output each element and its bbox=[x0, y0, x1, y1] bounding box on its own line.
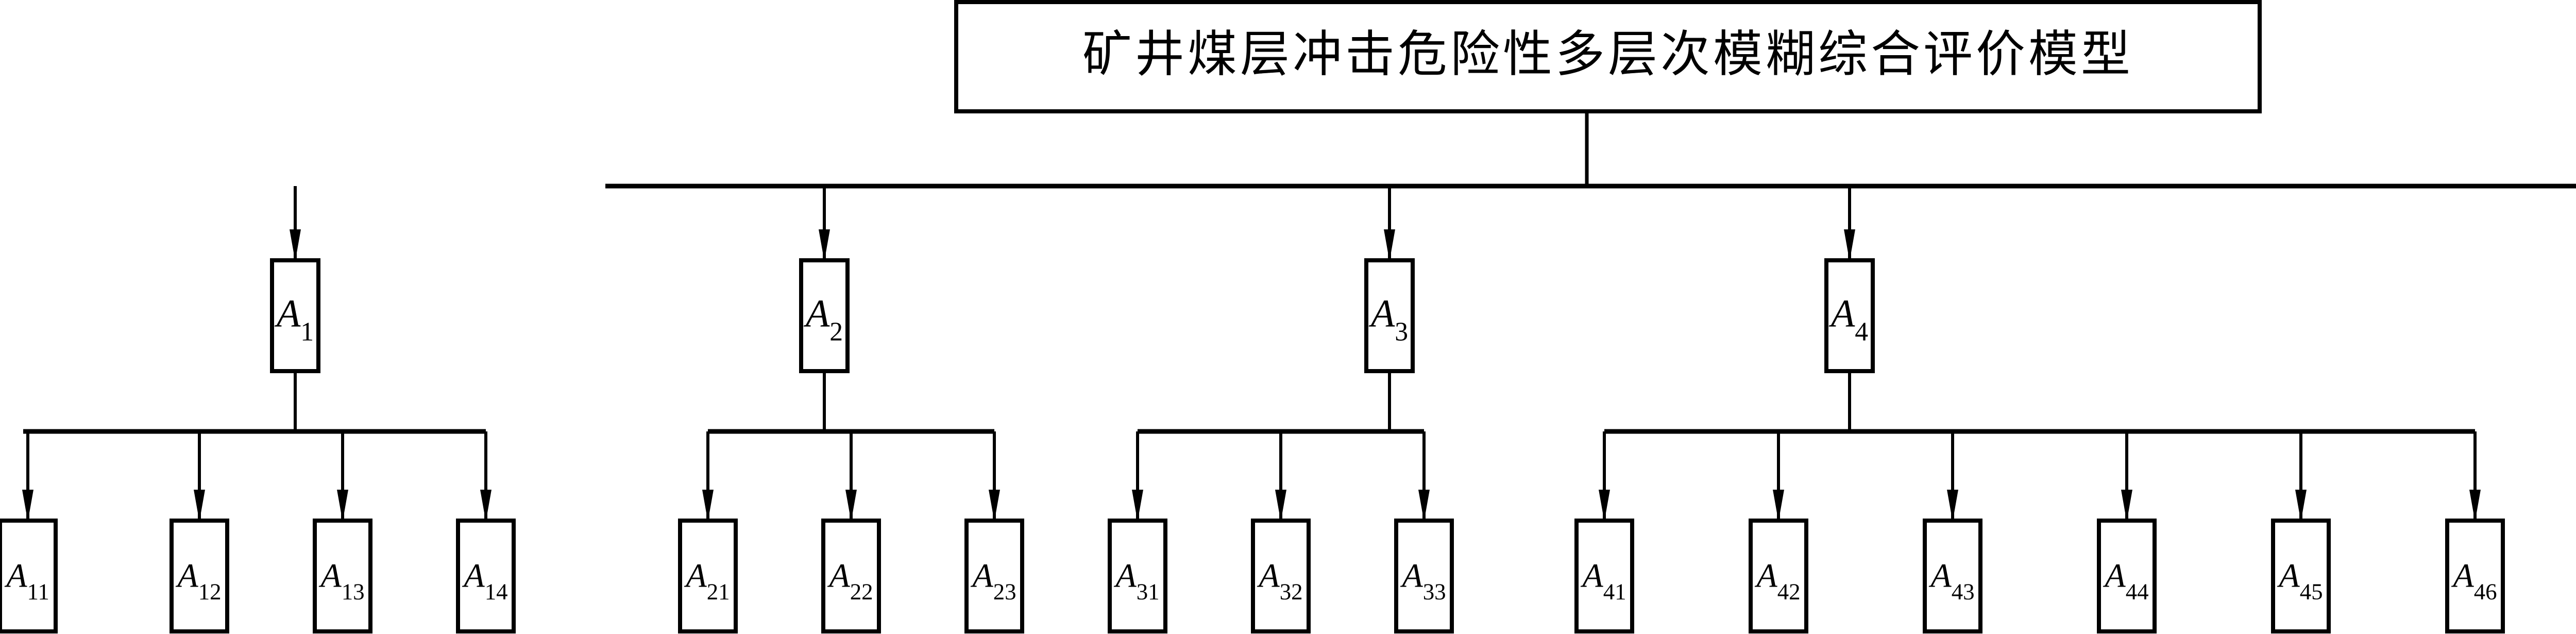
level2-node-A21[interactable]: A21 bbox=[678, 519, 738, 633]
arrow-head-to-A22 bbox=[845, 490, 857, 522]
node-box-A41[interactable] bbox=[1574, 519, 1634, 633]
level2-node-A11[interactable]: A11 bbox=[0, 519, 58, 633]
arrow-head-to-A11 bbox=[22, 490, 33, 522]
level2-node-A43[interactable]: A43 bbox=[1923, 519, 1982, 633]
level2-node-A45[interactable]: A45 bbox=[2271, 519, 2331, 633]
level1-node-A4[interactable]: A4 bbox=[1824, 258, 1875, 373]
node-box-A11[interactable] bbox=[0, 519, 58, 633]
root-node-box[interactable] bbox=[954, 0, 2262, 113]
node-label-A42: A42 bbox=[1754, 557, 1800, 605]
node-label-A45: A45 bbox=[2277, 557, 2323, 605]
node-box-A21[interactable] bbox=[678, 519, 738, 633]
node-label-A32: A32 bbox=[1257, 557, 1302, 605]
level2-node-A31[interactable]: A31 bbox=[1108, 519, 1167, 633]
node-label-A13: A13 bbox=[318, 557, 364, 605]
node-label-A22: A22 bbox=[827, 557, 873, 605]
node-label-A4: A4 bbox=[1828, 292, 1868, 347]
node-box-A1[interactable] bbox=[270, 258, 320, 373]
node-box-A14[interactable] bbox=[456, 519, 516, 633]
node-box-A44[interactable] bbox=[2097, 519, 2157, 633]
node-label-A33: A33 bbox=[1400, 557, 1446, 605]
node-box-A46[interactable] bbox=[2445, 519, 2505, 633]
node-label-A1: A1 bbox=[274, 292, 314, 347]
node-box-A43[interactable] bbox=[1923, 519, 1982, 633]
level1-node-A2[interactable]: A2 bbox=[799, 258, 850, 373]
level2-node-A22[interactable]: A22 bbox=[821, 519, 881, 633]
node-label-A31: A31 bbox=[1113, 557, 1159, 605]
node-box-A12[interactable] bbox=[170, 519, 229, 633]
root-node[interactable]: 矿井煤层冲击危险性多层次模糊综合评价模型 bbox=[954, 0, 2262, 113]
arrow-head-to-A43 bbox=[1947, 490, 1958, 522]
arrow-head-to-A3 bbox=[1384, 229, 1395, 261]
arrow-head-to-A44 bbox=[2121, 490, 2132, 522]
node-box-A33[interactable] bbox=[1394, 519, 1454, 633]
node-box-A2[interactable] bbox=[799, 258, 850, 373]
node-box-A3[interactable] bbox=[1364, 258, 1415, 373]
node-box-A4[interactable] bbox=[1824, 258, 1875, 373]
level1-node-A3[interactable]: A3 bbox=[1364, 258, 1415, 373]
level2-node-A12[interactable]: A12 bbox=[170, 519, 229, 633]
node-label-A44: A44 bbox=[2103, 557, 2148, 605]
level1-node-A1[interactable]: A1 bbox=[270, 258, 320, 373]
arrow-head-to-A45 bbox=[2295, 490, 2307, 522]
level2-node-layer: A11 A12 A13 A14 A21 A22 A23 A31 A32 A33 A41 A42 A43 A… bbox=[0, 519, 2505, 633]
arrow-head-to-A23 bbox=[989, 490, 1000, 522]
node-label-A12: A12 bbox=[175, 557, 221, 605]
arrow-head-to-A21 bbox=[702, 490, 714, 522]
node-box-A32[interactable] bbox=[1251, 519, 1311, 633]
node-box-A13[interactable] bbox=[313, 519, 372, 633]
arrow-head-to-A31 bbox=[1132, 490, 1143, 522]
level2-node-A23[interactable]: A23 bbox=[964, 519, 1024, 633]
node-box-A31[interactable] bbox=[1108, 519, 1167, 633]
node-label-A2: A2 bbox=[803, 292, 843, 347]
node-label-A14: A14 bbox=[462, 557, 507, 605]
root-node-label: 矿井煤层冲击危险性多层次模糊综合评价模型 bbox=[1082, 27, 2133, 82]
level2-node-A13[interactable]: A13 bbox=[313, 519, 372, 633]
arrow-head-to-A42 bbox=[1773, 490, 1784, 522]
level2-node-A14[interactable]: A14 bbox=[456, 519, 516, 633]
arrow-head-to-A1 bbox=[290, 229, 301, 261]
node-label-A41: A41 bbox=[1580, 557, 1626, 605]
level2-node-A42[interactable]: A42 bbox=[1749, 519, 1808, 633]
arrow-head-to-A33 bbox=[1418, 490, 1430, 522]
node-label-A11: A11 bbox=[4, 557, 49, 605]
arrow-head-to-A46 bbox=[2469, 490, 2481, 522]
level2-node-A41[interactable]: A41 bbox=[1574, 519, 1634, 633]
arrow-head-to-A4 bbox=[1844, 229, 1855, 261]
arrow-head-to-A2 bbox=[819, 229, 830, 261]
arrow-head-to-A12 bbox=[194, 490, 205, 522]
node-label-A43: A43 bbox=[1928, 557, 1974, 605]
arrow-head-to-A14 bbox=[480, 490, 492, 522]
arrow-head-to-A13 bbox=[337, 490, 348, 522]
node-label-A23: A23 bbox=[970, 557, 1016, 605]
arrow-head-to-A41 bbox=[1599, 490, 1610, 522]
node-label-A3: A3 bbox=[1368, 292, 1408, 347]
node-box-A23[interactable] bbox=[964, 519, 1024, 633]
node-label-A21: A21 bbox=[684, 557, 730, 605]
level2-node-A32[interactable]: A32 bbox=[1251, 519, 1311, 633]
node-box-A42[interactable] bbox=[1749, 519, 1808, 633]
arrow-head-to-A32 bbox=[1275, 490, 1286, 522]
node-box-A22[interactable] bbox=[821, 519, 881, 633]
node-label-A46: A46 bbox=[2451, 557, 2497, 605]
connector-layer bbox=[22, 111, 2576, 522]
level2-node-A44[interactable]: A44 bbox=[2097, 519, 2157, 633]
level1-node-layer: A1A2A3A4A5 bbox=[270, 258, 1875, 373]
node-box-A45[interactable] bbox=[2271, 519, 2331, 633]
level2-node-A46[interactable]: A46 bbox=[2445, 519, 2505, 633]
level2-node-A33[interactable]: A33 bbox=[1394, 519, 1454, 633]
